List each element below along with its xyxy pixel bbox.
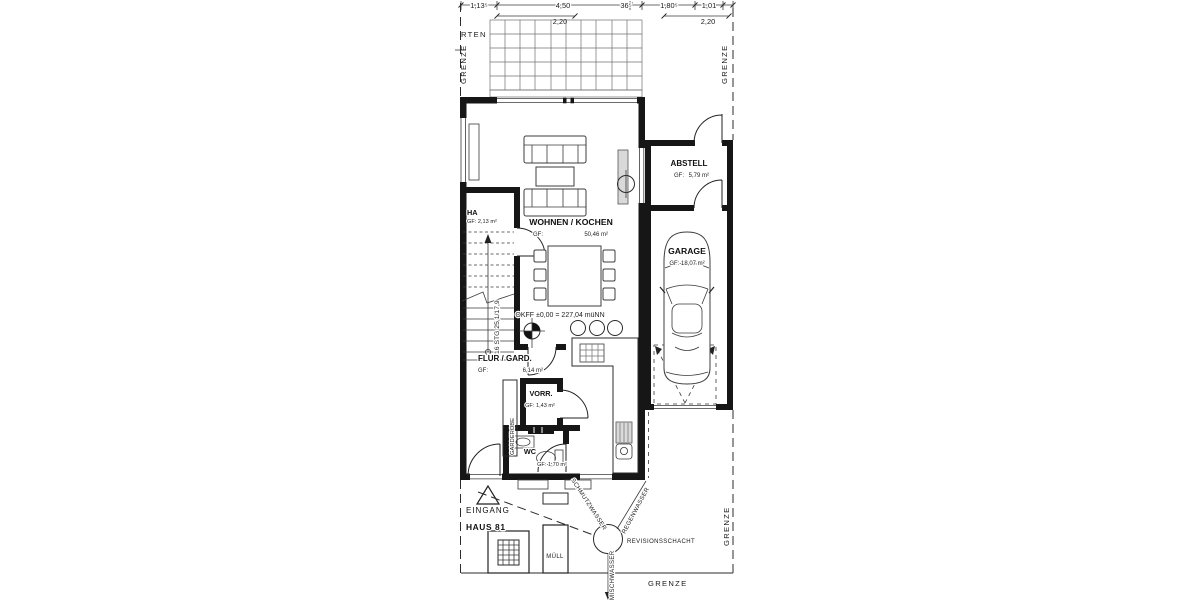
bar-stool-2 [589,320,605,336]
garderobe-label: GARDEROBE [510,418,516,455]
flur-gf: GF: [478,368,488,374]
staircase: 16 STG 25,1/17,9 [461,231,515,361]
dimension-chain: 1,13⁵ 4,50 36⁵ 1,80⁵ 1,01 2,20 2,20 [458,0,736,27]
entrance-marker-icon [475,484,501,505]
house-exterior-walls [460,97,645,480]
wc-fixtures [511,435,564,465]
wohnen-area: 50,46 m² [584,232,608,238]
garderobe-closet [502,379,518,457]
muell-label: MÜLL [546,553,564,560]
doormat [542,492,569,505]
grenze-right-top-label: GRENZE [720,45,729,84]
vorr-door [559,389,589,419]
stair-count-label: 16 STG 25,1/17,9 [494,300,501,354]
ha-name: HA [467,208,478,217]
flur-name: FLUR / GARD. [478,354,532,363]
site-area [475,478,647,600]
garage-block [645,114,733,478]
coffee-table [535,166,575,187]
room-labels: HA GF: 2,13 m² WOHNEN / KOCHEN GF: 50,46… [466,158,710,469]
dim-1-80: 1,80⁵ [660,1,677,10]
abstell-area: 5,79 m² [689,173,709,179]
flur-area: 6,14 m² [523,368,543,374]
dim-1-01: 1,01 [702,1,716,10]
abstell-exterior-door [693,114,723,144]
vorr-name: VORR. [529,389,552,398]
abstell-name: ABSTELL [671,159,708,168]
dining-table [547,245,602,307]
regenwasser-label: REGENWASSER [621,486,651,535]
wc-toilet [536,451,556,465]
radiator-right [617,149,629,205]
eingang-label: EINGANG [466,506,510,515]
wc-area: GF: 1,70 m² [537,462,567,468]
light-shaft [487,530,530,574]
wohnen-name: WOHNEN / KOCHEN [529,217,613,227]
sofa-top [523,135,587,164]
abstell-garage-door [693,179,723,209]
wohnen-gf: GF: [533,232,543,238]
interior-walls [466,187,592,490]
garage-area: GF: 18,07 m² [669,261,704,267]
dim-2-20-left: 2,20 [553,17,567,26]
schmutzwasser-label: SCHMUTZWASSER [569,478,607,532]
dining-chairs [533,249,616,301]
ha-area: GF: 2,13 m² [467,219,497,225]
dim-36: 36⁵ [620,1,631,10]
vorr-area: GF: 1,43 m² [525,403,555,409]
entrance-door [467,443,501,477]
bar-stool-1 [570,320,586,336]
mischwasser-label: MISCHWASSER [610,550,616,600]
car [659,231,715,385]
okff-label: OKFF ±0,00 = 227,04 müNN [515,312,604,319]
wc-door [537,443,567,473]
grenze-bottom-label: GRENZE [648,579,687,588]
mischwasser-arrow [604,592,612,600]
bin-enclosure [542,524,569,574]
abstell-gf: GF: [674,173,684,179]
living-furniture [468,123,635,307]
bar-stool-3 [607,320,623,336]
garage-name: GARAGE [668,246,706,256]
sofa-bottom [523,188,587,217]
kitchen-sink [615,443,633,460]
radiator-left [468,123,480,181]
garten-partial-label: RTEN [461,30,487,39]
dim-4-50: 4,50 [556,1,570,10]
grenze-right-bottom-label: GRENZE [722,507,731,546]
wc-name: WC [524,447,537,456]
revisionsschacht-label: REVISIONSSCHACHT [627,539,695,545]
flur-door [527,346,557,376]
grenze-left-label: GRENZE [459,45,468,84]
dim-1-13: 1,13⁵ [470,1,487,10]
level-mark: OKFF ±0,00 = 227,04 müNN [514,311,606,348]
stair-direction-arrow [484,234,492,243]
haus-81-label: HAUS 81 [466,522,506,532]
kitchen [570,320,639,474]
wc-sink [511,435,535,449]
dim-2-20-right: 2,20 [701,17,715,26]
terrace-tiles [489,19,643,98]
inspection-shaft [593,524,623,554]
